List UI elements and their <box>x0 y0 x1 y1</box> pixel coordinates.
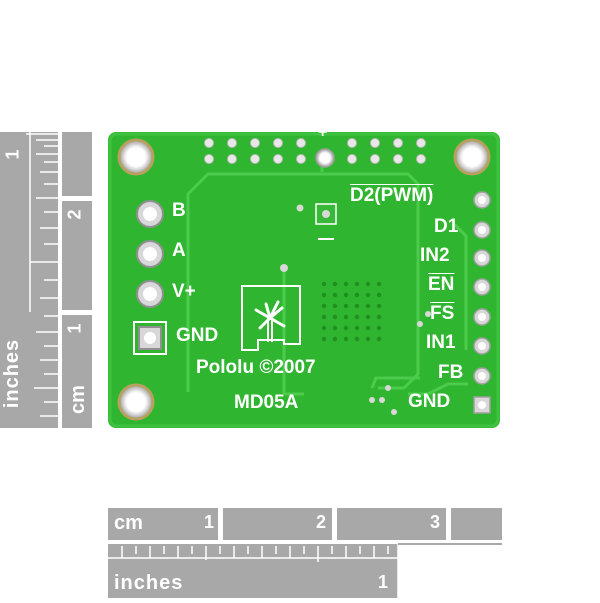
pcb-graphic <box>108 132 500 428</box>
ruler-inch-mark: 1 <box>2 149 23 160</box>
vertical-ruler: 1 inches 2 1 cm <box>0 132 92 428</box>
brand-copyright-line: Pololu ©2007 <box>196 357 316 379</box>
ruler-cm-mark-2: 2 <box>64 209 85 220</box>
thermal-via-grid <box>321 281 382 342</box>
minus-bar <box>318 238 334 240</box>
vertical-ruler-graphic <box>0 132 92 428</box>
pin-label-in2: IN2 <box>420 245 450 266</box>
power-terminal-pads <box>133 200 167 355</box>
ruler-h-cm-mark-3: 3 <box>430 512 441 532</box>
pin-label-en: EN <box>428 274 455 295</box>
copyright-symbol: © <box>259 357 274 378</box>
ruler-h-inches-label: inches <box>114 572 184 594</box>
horizontal-ruler: cm 1 2 3 inches 1 <box>108 508 502 598</box>
top-header-holes <box>204 138 426 168</box>
plus-mark: + <box>318 124 328 141</box>
pin-label-fs: FS <box>430 303 455 324</box>
pin-label-d2-pwm-text: D2(PWM) <box>350 185 434 206</box>
pin-label-fb: FB <box>438 362 464 383</box>
ruler-h-cm-mark-1: 1 <box>204 512 215 532</box>
motor-driver-board: + − B A V+ GND D2(PWM) D1 IN2 EN FS IN1 … <box>108 124 500 428</box>
ruler-cm-mark-1: 1 <box>64 323 85 334</box>
ruler-h-cm-label: cm <box>114 512 143 534</box>
pin-label-d1: D1 <box>434 216 459 237</box>
brand-name: Pololu <box>196 357 255 378</box>
model-number: MD05A <box>234 392 299 413</box>
pololu-logo <box>241 285 301 351</box>
pin-label-in1: IN1 <box>426 332 456 353</box>
pin-label-b: B <box>172 200 186 221</box>
pin-label-gnd-right: GND <box>408 391 451 412</box>
pin-label-d2-pwm: D2(PWM) <box>350 185 433 207</box>
ruler-cm-label: cm <box>66 385 89 414</box>
pin-label-a: A <box>172 240 186 261</box>
pin-label-gnd-left: GND <box>176 325 219 346</box>
ruler-inches-label: inches <box>1 338 24 409</box>
ruler-h-cm-mark-2: 2 <box>316 512 327 532</box>
pin-label-vplus: V+ <box>172 281 196 302</box>
ruler-h-inch-mark: 1 <box>378 572 389 592</box>
horizontal-ruler-graphic <box>108 508 502 598</box>
copyright-year: 2007 <box>273 357 316 378</box>
